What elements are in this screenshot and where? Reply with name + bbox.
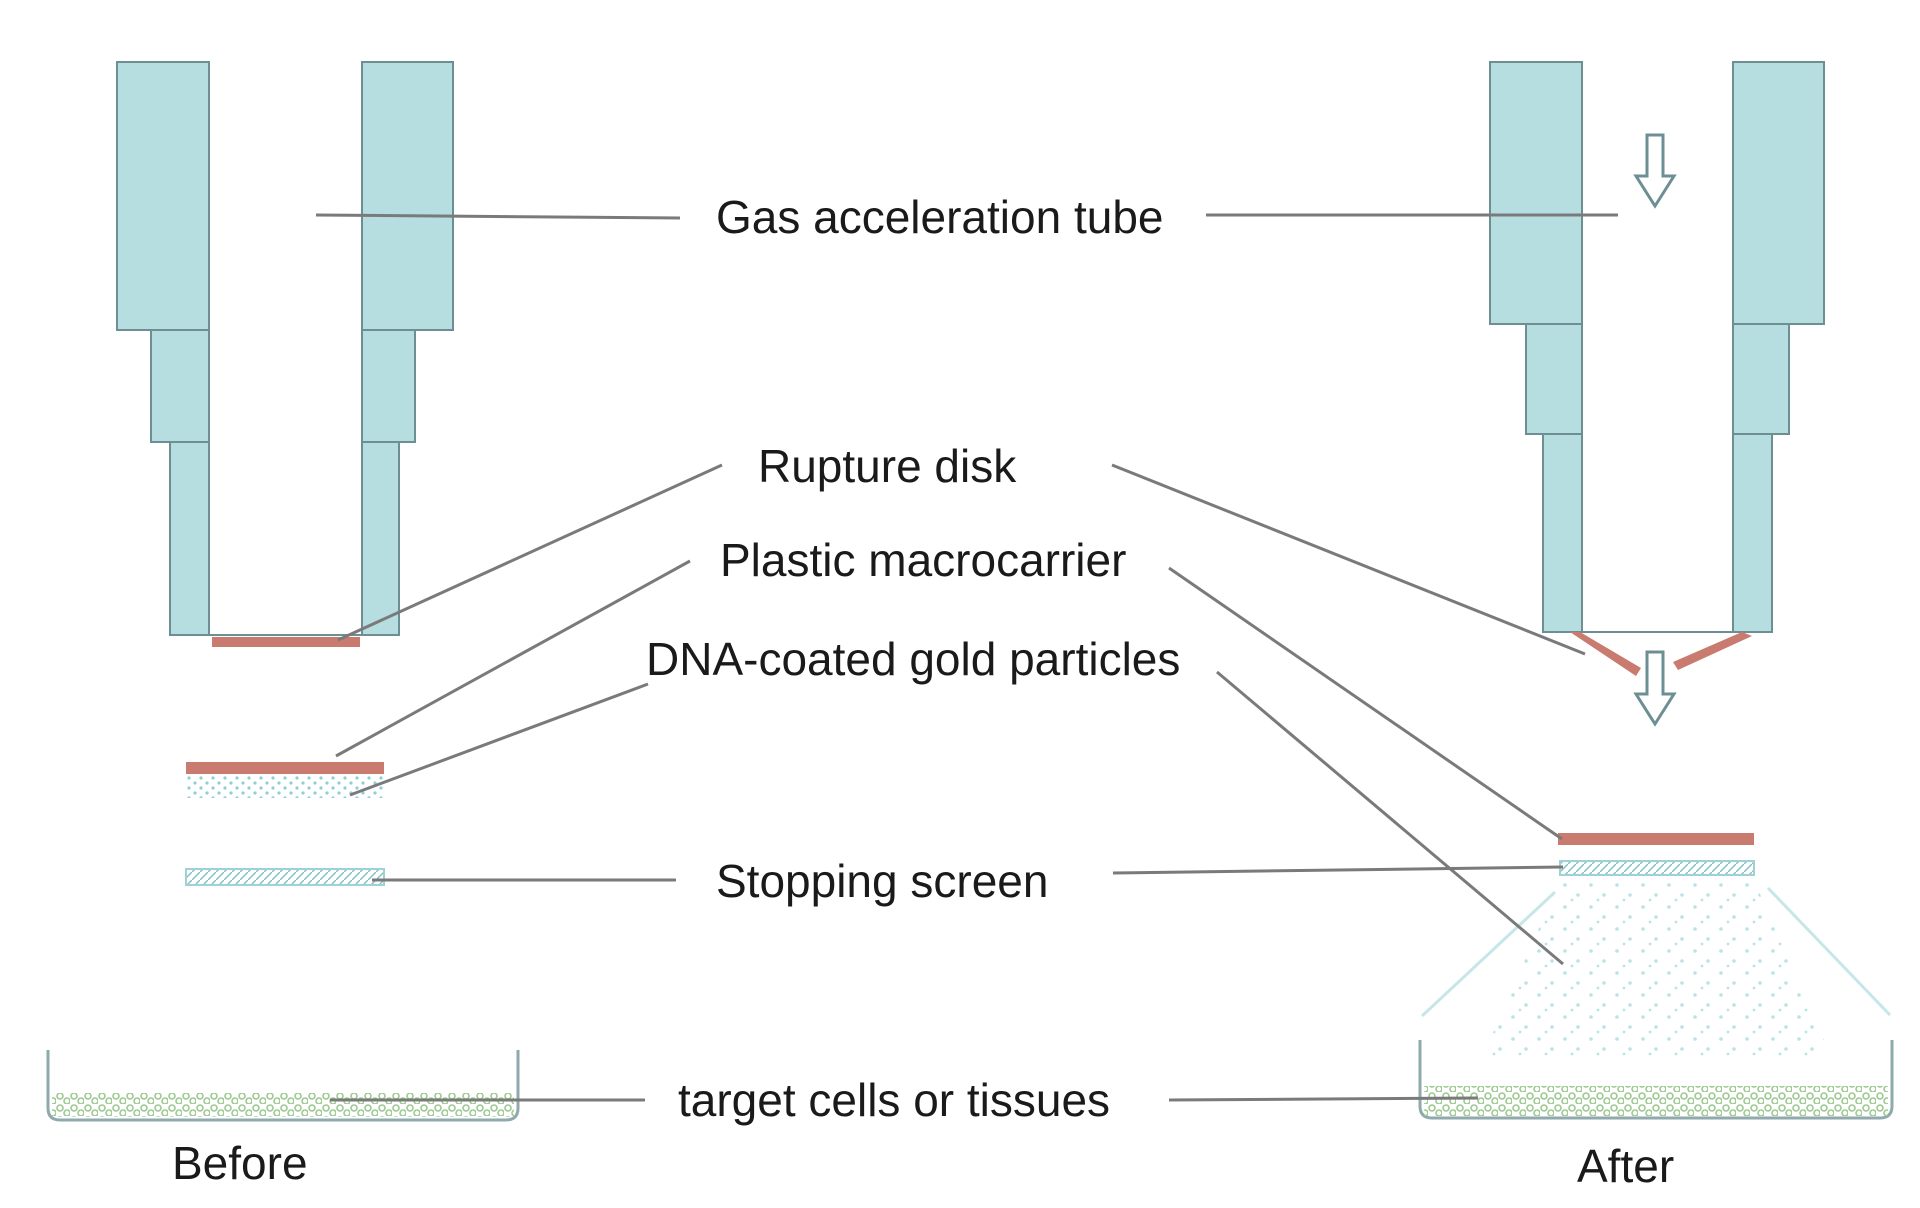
- label-stopping-screen: Stopping screen: [716, 855, 1049, 907]
- leader-rupture-left: [337, 463, 723, 642]
- before-target-cells: [52, 1093, 514, 1117]
- after-tube: [1489, 61, 1825, 633]
- after-spray-edge-right: [1766, 886, 1892, 1017]
- after-particle-spray: [1482, 880, 1832, 1058]
- leader-particles-right: [1216, 670, 1564, 966]
- before-stopping-screen: [185, 868, 385, 886]
- leader-lines: [315, 213, 1618, 1102]
- before-tube-left-lower: [169, 441, 210, 636]
- label-target-cells-or-tissues: target cells or tissues: [678, 1074, 1111, 1126]
- after-tube-left-middle: [1525, 323, 1583, 435]
- before-tube-left-upper: [116, 61, 210, 331]
- after-tube-right-lower: [1732, 433, 1773, 633]
- after-rupture-disk-right: [1673, 632, 1752, 670]
- label-dna-coated-gold-particles: DNA-coated gold particles: [646, 633, 1181, 685]
- before-rupture-disk: [212, 637, 360, 647]
- after-stopping-screen: [1559, 860, 1755, 876]
- after-tube-left-lower: [1542, 433, 1583, 633]
- label-plastic-macrocarrier: Plastic macrocarrier: [720, 534, 1127, 586]
- before-macrocarrier: [186, 762, 384, 774]
- before-tube-right-middle: [361, 329, 416, 443]
- after-rupture-disk-left: [1570, 632, 1641, 676]
- after-petri-dish: [1418, 1040, 1894, 1120]
- leader-screen-right: [1112, 865, 1564, 875]
- caption-before: Before: [172, 1137, 308, 1189]
- before-gold-particles: [186, 776, 384, 798]
- caption-after: After: [1577, 1140, 1675, 1192]
- label-rupture-disk: Rupture disk: [758, 440, 1017, 492]
- leader-rupture-right: [1111, 463, 1586, 656]
- leader-gas-left: [315, 213, 681, 220]
- after-spray-edge-left: [1420, 890, 1557, 1018]
- after-tube-right-upper: [1732, 61, 1825, 325]
- leader-target-right: [1168, 1096, 1479, 1102]
- leader-particles-left: [349, 682, 649, 797]
- before-tube: [116, 61, 454, 636]
- leader-macrocarrier-right: [1168, 566, 1563, 841]
- after-macrocarrier: [1558, 833, 1754, 845]
- after-target-cells: [1424, 1086, 1888, 1116]
- before-tube-right-lower: [361, 441, 400, 636]
- down-arrow-icon: [1633, 133, 1677, 209]
- after-tube-left-upper: [1489, 61, 1583, 325]
- before-tube-left-middle: [150, 329, 210, 443]
- label-gas-acceleration-tube: Gas acceleration tube: [716, 191, 1164, 243]
- down-arrow-icon: [1633, 650, 1677, 727]
- before-petri-dish: [46, 1050, 520, 1122]
- after-tube-right-middle: [1732, 323, 1790, 435]
- before-tube-right-upper: [361, 61, 454, 331]
- leader-macrocarrier-left: [335, 559, 691, 758]
